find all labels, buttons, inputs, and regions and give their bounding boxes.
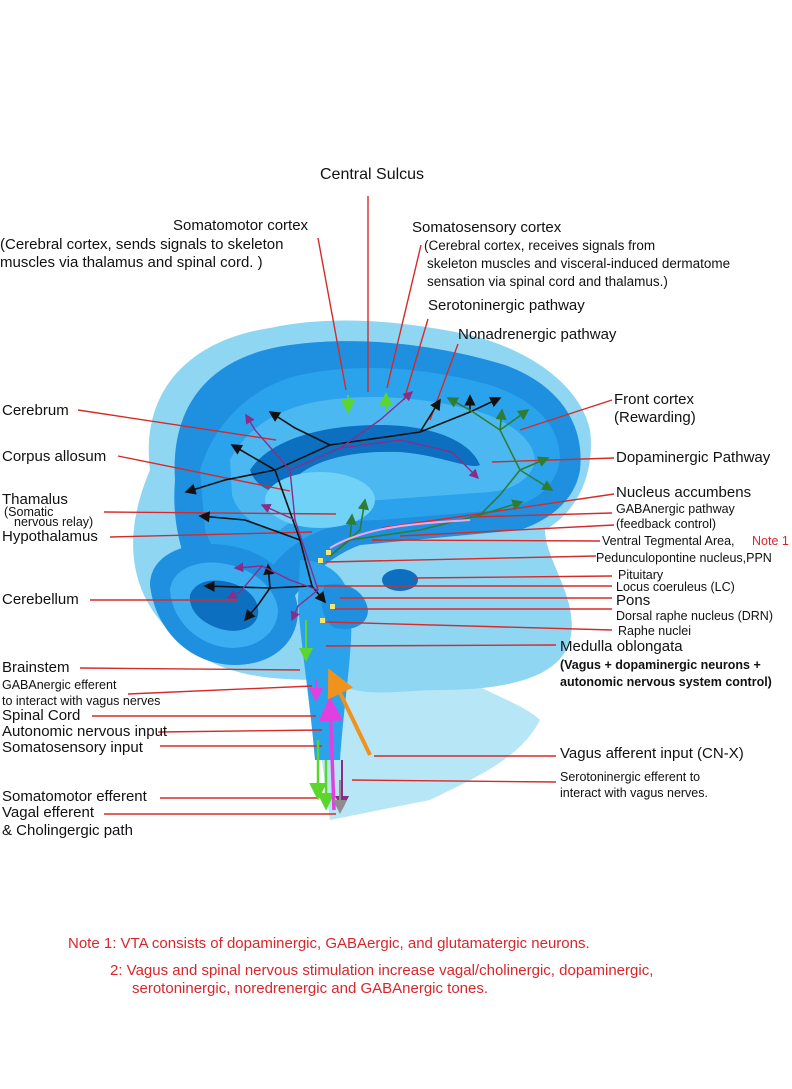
spinal-cord-label: Spinal Cord: [2, 707, 81, 724]
thalamus-label: Thamalus: [2, 491, 68, 508]
dopaminergic-paths: [329, 397, 554, 557]
brainstem-label: Brainstem: [2, 659, 70, 676]
medulla-desc-1: (Vagus + dopaminergic neurons +: [560, 658, 761, 672]
somatosensory-title: Somatosensory cortex: [412, 219, 562, 236]
somatomotor-paths: [184, 394, 502, 622]
somatomotor-title: Somatomotor cortex: [173, 217, 309, 234]
vta-label: Ventral Tegmental Area,: [602, 534, 735, 548]
pituitary-label: Pituitary: [618, 568, 664, 582]
efferent-afferent-arrows: [299, 392, 393, 814]
feedback-control-label: (feedback control): [616, 517, 717, 531]
corpus-allosum-label: Corpus allosum: [2, 448, 107, 465]
corpus-callosum-shape: [250, 425, 480, 492]
vagal-efferent-label: Vagal efferent: [2, 804, 95, 821]
serotoninergic-efferent-2: interact with vagus nerves.: [560, 786, 708, 800]
gaba-efferent-1: GABAnergic efferent: [2, 678, 117, 692]
medulla-desc-2: autonomic nervous system control): [560, 675, 772, 689]
serotoninergic-efferent-1: Serotoninergic efferent to: [560, 770, 701, 784]
note-1: Note 1: VTA consists of dopaminergic, GA…: [68, 935, 590, 952]
nucleus-accumbens-label: Nucleus accumbens: [616, 484, 752, 501]
ppn-label: Pedunculopontine nucleus,PPN: [596, 551, 772, 565]
somatosensory-desc-3: sensation via spinal cord and thalamus.): [427, 274, 668, 289]
nonadrenergic-pathway-label: Nonadrenergic pathway: [458, 326, 617, 343]
somatomotor-desc-2: muscles via thalamus and spinal cord. ): [0, 254, 263, 271]
serotoninergic-pathway-label: Serotoninergic pathway: [428, 297, 585, 314]
somatosensory-desc-2: skeleton muscles and visceral-induced de…: [427, 256, 731, 271]
serotoninergic-paths: [226, 391, 479, 622]
somatosensory-desc-1: (Cerebral cortex, receives signals from: [424, 238, 656, 253]
raphe-nuclei-label: Raphe nuclei: [618, 624, 691, 638]
medulla-label: Medulla oblongata: [560, 638, 683, 655]
thalamus-shape: [265, 472, 375, 528]
pons-shape: [321, 583, 368, 630]
note-2-line-1: 2: Vagus and spinal nervous stimulation …: [110, 962, 654, 979]
drn-label: Dorsal raphe nucleus (DRN): [616, 609, 774, 623]
nucleus-markers: [318, 550, 335, 623]
pons-label: Pons: [616, 592, 651, 609]
cholingergic-path-label: & Cholingergic path: [2, 822, 133, 839]
pituitary-shape: [382, 569, 418, 591]
somatic-relay-2: nervous relay): [14, 515, 94, 529]
note1-ref-label: Note 1: [752, 534, 789, 548]
gaba-efferent-2: to interact with vagus nerves: [2, 694, 161, 708]
note-2-line-2: serotoninergic, noredrenergic and GABAne…: [132, 980, 489, 997]
locus-coeruleus-label: Locus coeruleus (LC): [616, 580, 735, 594]
leader-lines: [77, 196, 615, 815]
somatomotor-efferent-label: Somatomotor efferent: [2, 788, 147, 805]
somatomotor-desc-1: (Cerebral cortex, sends signals to skele…: [0, 236, 284, 253]
central-sulcus-label: Central Sulcus: [320, 166, 425, 183]
dopaminergic-pathway-label: Dopaminergic Pathway: [616, 449, 771, 466]
somatic-relay-1: (Somatic: [4, 505, 54, 519]
front-cortex-label: Front cortex: [614, 391, 695, 408]
cerebellum-label: Cerebellum: [2, 591, 79, 608]
vagus-afferent-label: Vagus afferent input (CN-X): [560, 745, 744, 762]
autonomic-input-label: Autonomic nervous input: [2, 723, 168, 740]
gabaergic-pathway-label: GABAnergic pathway: [616, 502, 735, 516]
rewarding-label: (Rewarding): [614, 409, 696, 426]
hypothalamus-label: Hypothalamus: [2, 528, 98, 545]
somatosensory-input-label: Somatosensory input: [2, 739, 143, 756]
gaba-pathway: [329, 519, 471, 549]
cerebrum-label: Cerebrum: [2, 402, 69, 419]
